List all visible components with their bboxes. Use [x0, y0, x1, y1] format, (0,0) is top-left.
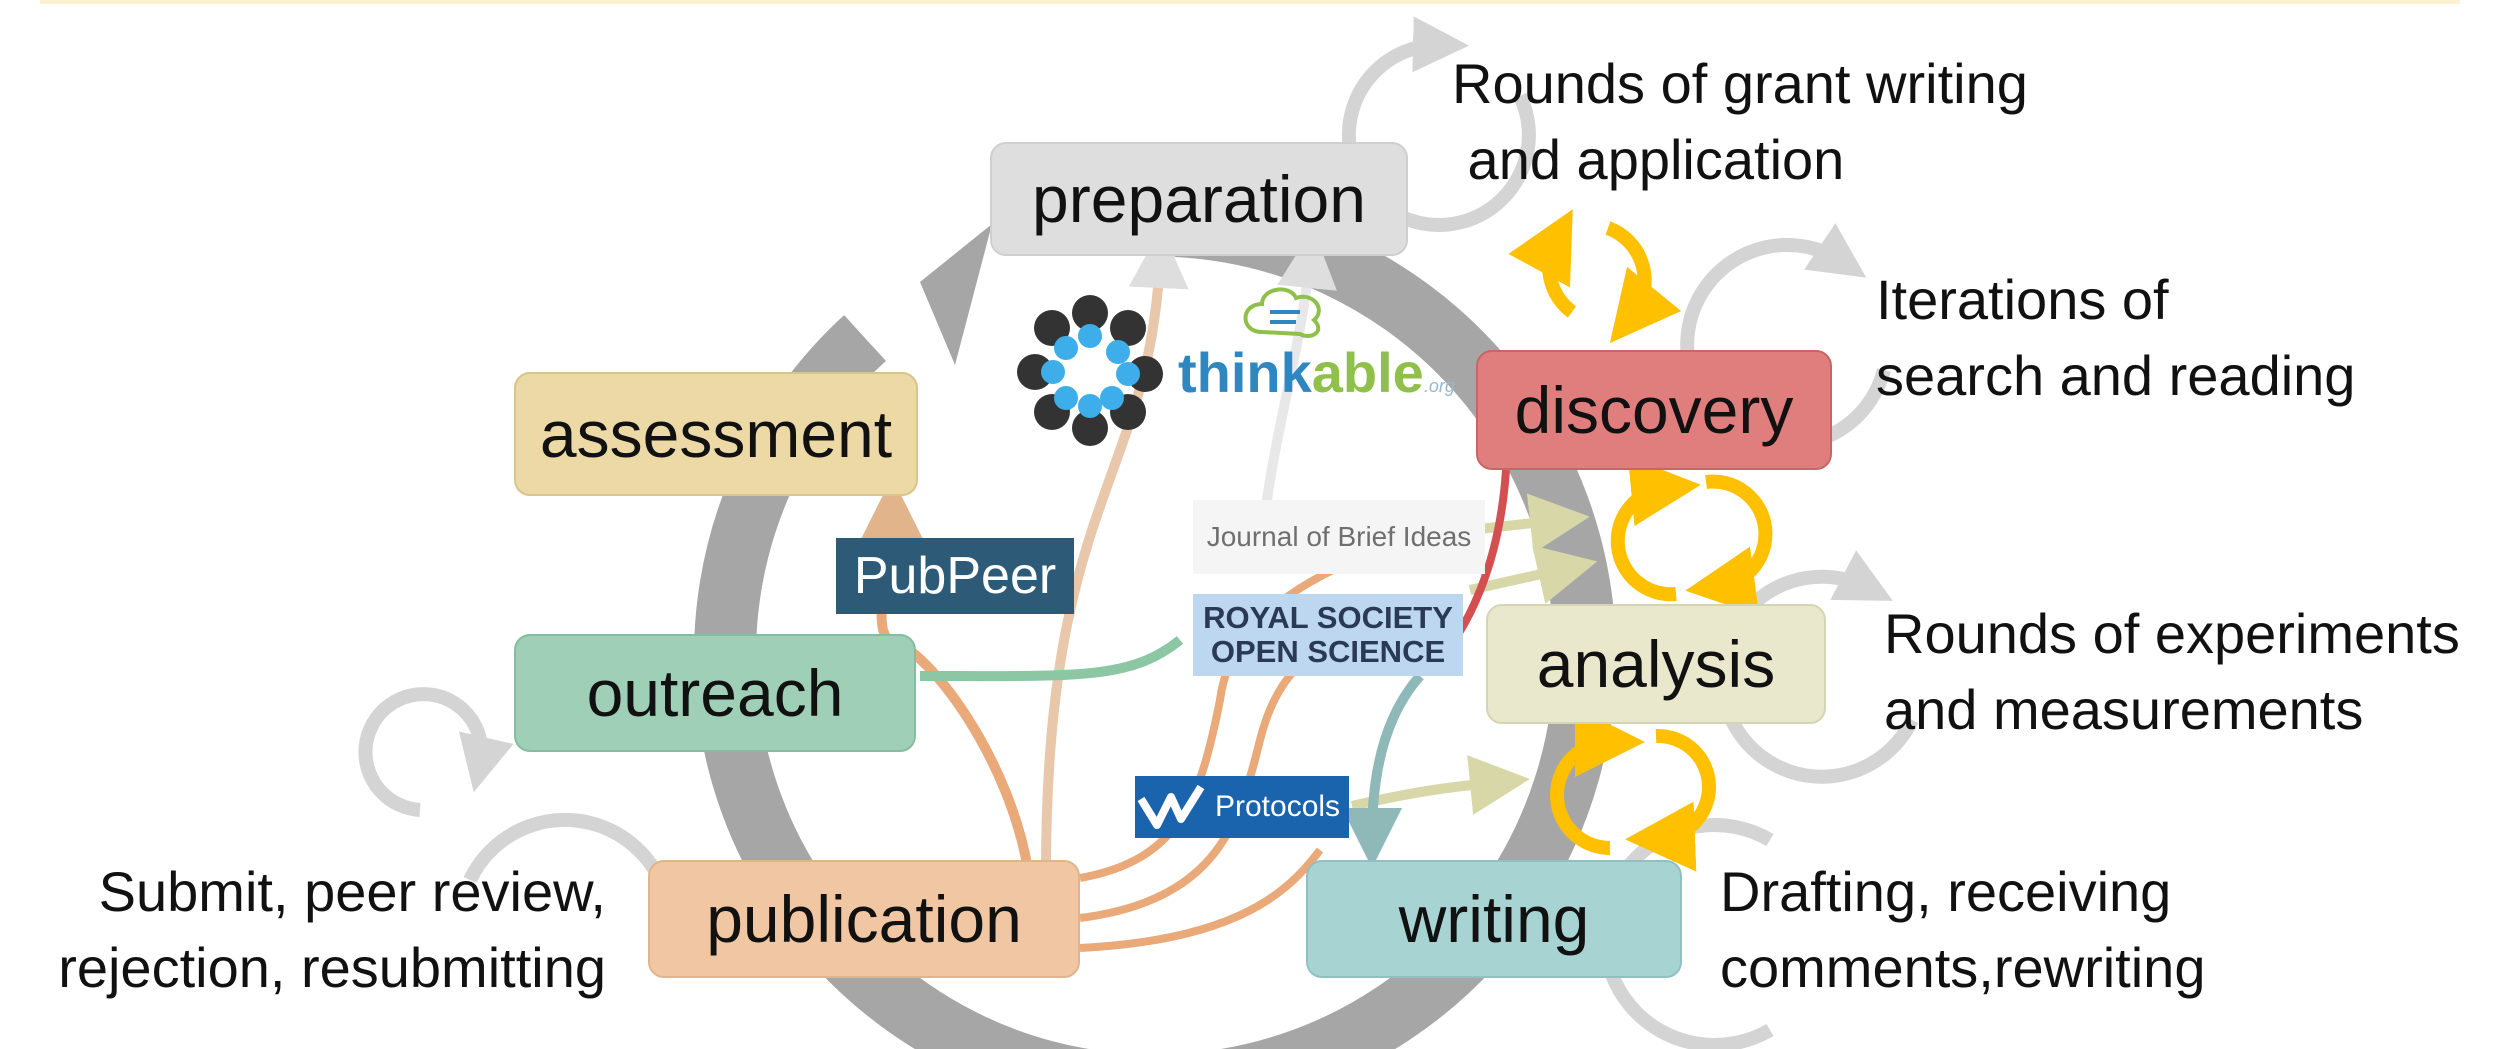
analysis-to-writing-arrow: [1342, 672, 1424, 868]
preparation-stage[interactable]: preparation: [990, 142, 1408, 256]
protocols-label: Protocols: [1215, 790, 1341, 823]
publication-to-protocols-line: [1079, 847, 1324, 952]
rsos-line-1: ROYAL SOCIETY: [1203, 600, 1453, 635]
thinkable-logo: thinkable.org: [1178, 340, 1455, 405]
royal-society-open-science-logo: ROYAL SOCIETY OPEN SCIENCE: [1193, 594, 1463, 676]
journal-of-brief-ideas-logo: Journal of Brief Ideas: [1193, 500, 1485, 574]
rsos-line-2: OPEN SCIENCE: [1210, 634, 1446, 669]
jbi-to-discovery-arrow: [1469, 493, 1590, 554]
stage-exchange-arrows: [1508, 209, 1773, 872]
outreach-stage[interactable]: outreach: [514, 634, 916, 752]
outreach-to-rsos-line: [919, 636, 1184, 682]
collaboration-dots-logo: [1017, 295, 1163, 446]
rsos-to-analysis-arrow: [1468, 545, 1598, 604]
protocols-logo: Protocols: [1135, 776, 1349, 838]
top-border: [40, 0, 2460, 4]
assessment-stage[interactable]: assessment: [514, 372, 918, 496]
thinkable-part-2: able: [1311, 341, 1424, 404]
publication-to-preparation-line: [1041, 228, 1189, 871]
thinkable-cloud-icon: [1243, 287, 1321, 339]
search-reading-note: Iterations of search and reading: [1876, 268, 2356, 407]
protocols-check-icon: [1137, 784, 1205, 829]
thinkable-part-3: .org: [1423, 376, 1455, 396]
small-peer-loop-icon: [358, 687, 514, 817]
experiments-note: Rounds of experiments and measurements: [1884, 602, 2460, 741]
grant-writing-note: Rounds of grant writing and application: [1452, 52, 2028, 191]
thinkable-part-1: think: [1178, 341, 1312, 404]
discovery-stage[interactable]: discovery: [1476, 350, 1832, 470]
peer-review-note: Submit, peer review, rejection, resubmit…: [58, 860, 606, 999]
drafting-note: Drafting, receiving comments,rewriting: [1720, 860, 2206, 999]
publication-stage[interactable]: publication: [648, 860, 1080, 978]
pubpeer-logo: PubPeer: [836, 538, 1074, 614]
cycle-arrowhead: [920, 224, 992, 365]
writing-stage[interactable]: writing: [1306, 860, 1682, 978]
analysis-stage[interactable]: analysis: [1486, 604, 1826, 724]
